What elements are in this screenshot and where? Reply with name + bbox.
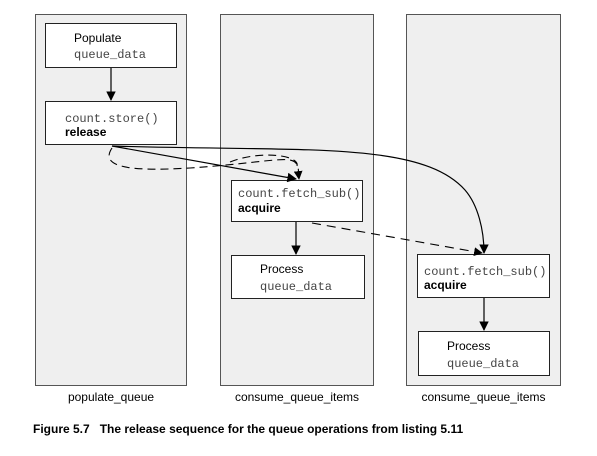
populate-label: Populate <box>74 31 122 45</box>
lane-label-consume-queue-items-2: consume_queue_items <box>421 390 546 404</box>
count-fetch-sub-label-2: count.fetch_sub() <box>424 265 547 279</box>
arrow-synchronizes-with-fetch-sub-1 <box>108 147 303 180</box>
arrow-dashed-loop <box>229 154 298 167</box>
populate-queue-data-label: queue_data <box>74 48 147 62</box>
arrow-fetch-sub-1-to-fetch-sub-2-dashed <box>311 222 483 256</box>
figure-caption: Figure 5.7 The release sequence for the q… <box>33 422 463 436</box>
acquire-label-2: acquire <box>424 278 467 292</box>
release-label: release <box>65 125 107 139</box>
count-fetch-sub-acquire-box-1: count.fetch_sub() acquire <box>231 180 363 222</box>
process-label-1: Process <box>260 262 304 276</box>
lane-consume-queue-items-2 <box>406 14 561 386</box>
arrow-store-to-fetch-sub-2 <box>111 145 489 254</box>
process-queue-data-label-1: queue_data <box>260 280 333 294</box>
lane-label-populate-queue: populate_queue <box>67 390 155 404</box>
count-fetch-sub-label-1: count.fetch_sub() <box>238 187 361 201</box>
process-label-2: Process <box>447 339 491 353</box>
process-queue-data-label-2: queue_data <box>447 357 520 371</box>
arrow-store-to-fetch-sub-1 <box>111 145 297 183</box>
figure-caption-text: The release sequence for the queue opera… <box>99 422 464 436</box>
populate-queue-data-box: Populate queue_data <box>45 23 177 68</box>
process-queue-data-box-1: Process queue_data <box>231 255 365 299</box>
count-store-release-box: count.store() release <box>45 101 177 145</box>
count-fetch-sub-acquire-box-2: count.fetch_sub() acquire <box>417 254 550 298</box>
figure-number: Figure 5.7 <box>33 422 90 436</box>
lane-label-consume-queue-items-1: consume_queue_items <box>234 390 360 404</box>
count-store-label: count.store() <box>65 112 159 126</box>
acquire-label-1: acquire <box>238 201 281 215</box>
process-queue-data-box-2: Process queue_data <box>418 331 550 376</box>
